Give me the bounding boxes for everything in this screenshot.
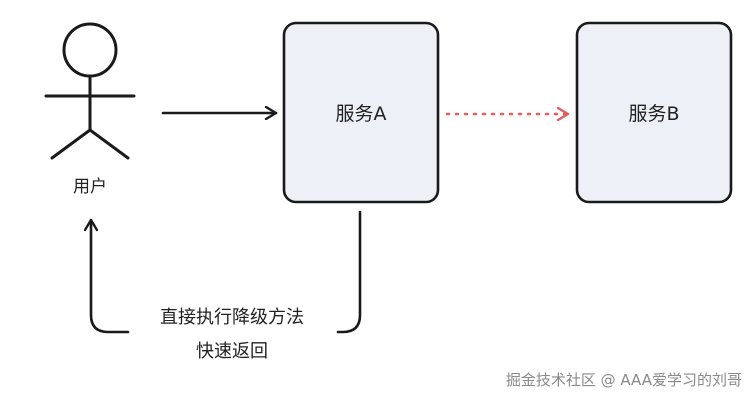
fallback-path-right	[336, 210, 362, 334]
user-right-leg	[88, 128, 130, 160]
service-b-box	[575, 21, 733, 204]
fallback-label-line2: 快速返回	[196, 341, 268, 362]
user-stick-figure-icon	[44, 22, 136, 160]
service-a-box	[282, 21, 440, 204]
fallback-label-line1: 直接执行降级方法	[160, 307, 304, 328]
service-a-label: 服务A	[336, 103, 387, 125]
fallback-path-left	[91, 218, 130, 334]
user-label: 用户	[73, 177, 107, 197]
watermark: 掘金技术社区 @ AAA爱学习的刘哥	[506, 371, 742, 389]
user-head	[62, 22, 118, 78]
service-b-label: 服务B	[628, 103, 679, 125]
user-left-leg	[50, 128, 92, 160]
